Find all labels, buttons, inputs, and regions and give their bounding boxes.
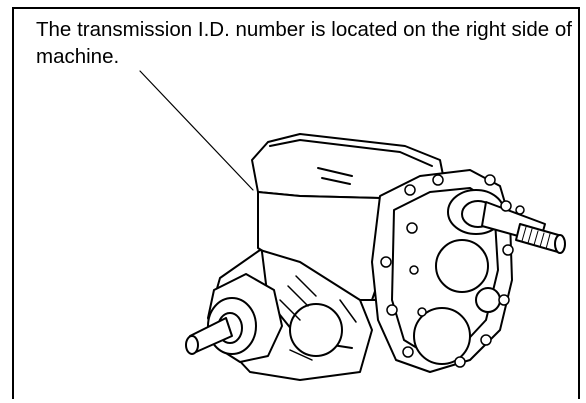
caption-text: The transmission I.D. number is located … [36,18,572,68]
center-round-cover [289,303,343,357]
left-shaft-end [185,335,199,355]
spline-teeth [521,226,551,250]
leader-line [139,70,254,191]
right-cover-inner [391,187,499,357]
upper-round-cover [435,239,489,293]
bolts [380,174,525,368]
lower-round-cover [413,307,471,365]
small-round-cover [475,287,501,313]
lower-ribs [279,275,357,361]
top-cover-ridge [269,139,433,167]
upper-shaft-end [554,234,566,254]
top-cover-rib [317,167,353,185]
figure-frame [12,7,580,399]
